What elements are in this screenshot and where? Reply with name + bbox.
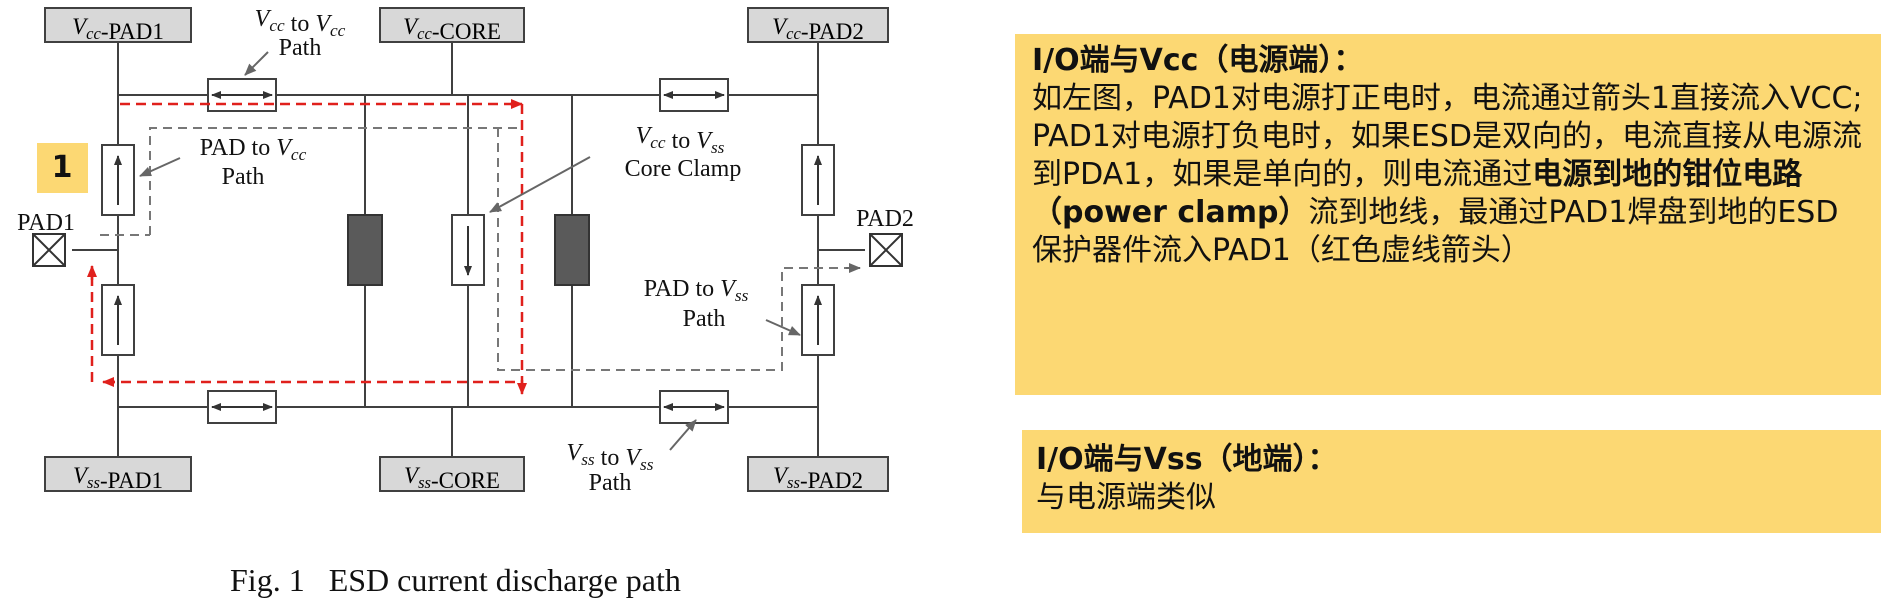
label-vcc-to-vcc: Vcc to Vcc — [255, 6, 346, 40]
label-vss-to-vss-path: Path — [589, 470, 632, 496]
svg-text:Vss-PAD1: Vss-PAD1 — [73, 463, 163, 493]
label-vcc-to-vss: Vcc to Vss — [636, 123, 725, 157]
label-pad-to-vss: PAD to Vss — [644, 276, 749, 305]
pad1-symbol — [32, 233, 66, 267]
vcc-pad2-box: Vcc-PAD2 — [747, 7, 889, 44]
vss-pad2-box: Vss-PAD2 — [747, 456, 889, 493]
vcc-pad1-box: Vcc-PAD1 — [44, 7, 192, 44]
note-io-vcc-line1: 如左图，PAD1对电源打正电时，电流通过箭头1直接流入VCC; — [1032, 81, 1863, 116]
label-pad1: PAD1 — [17, 210, 75, 236]
svg-text:Vcc-PAD2: Vcc-PAD2 — [772, 14, 864, 44]
grey-path-pad1-to-vcc — [149, 127, 522, 235]
svg-text:1: 1 — [52, 150, 73, 185]
clamp-resistor-left — [347, 214, 383, 286]
label-vss-to-vss: Vss to Vss — [567, 440, 654, 474]
label-pad-to-vcc-path: Path — [222, 164, 265, 190]
esd-discharge-path-diagram: Vcc-PAD1 Vcc-CORE Vcc-PAD2 Vss-PAD1 Vss-… — [17, 6, 914, 598]
svg-text:Vcc-PAD1: Vcc-PAD1 — [72, 14, 164, 44]
label-pad-to-vss-path: Path — [683, 306, 726, 332]
marker-1: 1 — [37, 143, 88, 193]
label-pad2: PAD2 — [856, 206, 914, 232]
vcc-core-box: Vcc-CORE — [379, 7, 525, 44]
note-io-vss-title: I/O端与Vss（地端）： — [1036, 442, 1338, 477]
figure-caption: Fig. 1 ESD current discharge path — [230, 562, 681, 598]
label-core-clamp: Core Clamp — [625, 156, 742, 182]
svg-text:Vcc-CORE: Vcc-CORE — [403, 14, 501, 44]
label-vcc-to-vcc-path: Path — [279, 35, 322, 61]
vss-pad1-box: Vss-PAD1 — [44, 456, 192, 493]
note-io-vss: I/O端与Vss（地端）： 与电源端类似 — [1022, 430, 1881, 533]
note-io-vcc: I/O端与Vcc（电源端）： 如左图，PAD1对电源打正电时，电流通过箭头1直接… — [1015, 34, 1881, 395]
note-io-vcc-title: I/O端与Vcc（电源端）： — [1032, 43, 1364, 78]
svg-text:Vss-CORE: Vss-CORE — [404, 463, 500, 493]
vss-core-box: Vss-CORE — [379, 456, 525, 493]
pad2-symbol — [869, 233, 903, 267]
note-io-vss-line1: 与电源端类似 — [1036, 480, 1216, 515]
note-io-vcc-line2: PAD1对电源打负电时，如果ESD是双向的，电流直接从电源流到PDA1，如果是单… — [1032, 119, 1862, 268]
clamp-resistor-right — [554, 214, 590, 286]
grey-path-core-clamp — [497, 128, 846, 371]
label-pad-to-vcc: PAD to Vcc — [200, 135, 307, 164]
svg-text:Vss-PAD2: Vss-PAD2 — [773, 463, 863, 493]
